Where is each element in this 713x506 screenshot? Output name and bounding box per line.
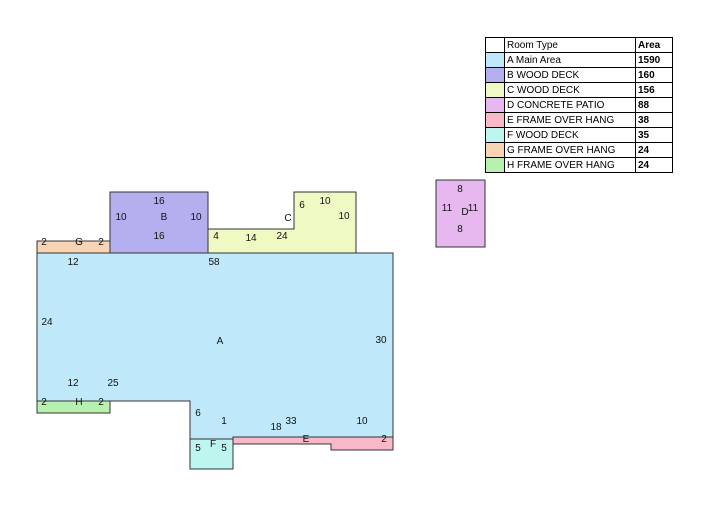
legend-area: 1590: [635, 52, 673, 68]
room-h-dim: 2: [98, 397, 104, 408]
legend-area: 35: [635, 127, 673, 143]
legend-room-type: H FRAME OVER HANG: [504, 157, 636, 173]
room-d-dim: 11: [442, 203, 453, 214]
room-e-shape: [232, 436, 394, 451]
legend-swatch: [485, 142, 505, 158]
legend-swatch: [485, 97, 505, 113]
legend-swatch: [485, 112, 505, 128]
room-c-dim: 10: [338, 211, 350, 222]
room-a-dim: 30: [375, 335, 387, 346]
room-b-letter: B: [161, 212, 168, 223]
room-d-dim: 8: [457, 224, 463, 235]
room-d-dim: 8: [457, 184, 463, 195]
room-a-dim: 33: [285, 416, 297, 427]
room-d-letter: D: [461, 207, 468, 218]
room-f-dim: 5: [221, 443, 227, 454]
room-a-dim: 12: [67, 257, 79, 268]
room-a-dim: 24: [41, 317, 53, 328]
legend-area: 160: [635, 67, 673, 83]
room-b-dim: 16: [153, 196, 165, 207]
room-g-shape: [36, 240, 111, 254]
room-e-dim: 2: [381, 434, 387, 445]
room-a-dim: 18: [270, 422, 282, 433]
legend-swatch-header: [485, 37, 505, 53]
room-b-dim: 16: [153, 231, 165, 242]
legend-area: 156: [635, 82, 673, 98]
room-f-dim: 5: [195, 443, 201, 454]
legend-room-type-header: Room Type: [504, 37, 636, 53]
room-h-letter: H: [75, 397, 82, 408]
room-c-dim: 6: [299, 200, 305, 211]
room-c-letter: C: [284, 213, 291, 224]
legend-area: 24: [635, 157, 673, 173]
room-b-shape: [109, 191, 209, 254]
legend-swatch: [485, 52, 505, 68]
legend-area: 88: [635, 97, 673, 113]
room-a-dim: 1: [221, 416, 227, 427]
room-d-dim: 11: [468, 203, 479, 214]
legend-row: C WOOD DECK 156: [485, 82, 673, 98]
room-b-dim: 10: [115, 212, 127, 223]
legend-room-type: C WOOD DECK: [504, 82, 636, 98]
room-a-dim: 25: [107, 378, 119, 389]
room-b-dim: 10: [190, 212, 202, 223]
legend-room-type: E FRAME OVER HANG: [504, 112, 636, 128]
legend-row: G FRAME OVER HANG 24: [485, 142, 673, 158]
legend-swatch: [485, 82, 505, 98]
room-c-dim: 10: [319, 196, 331, 207]
legend-row: D CONCRETE PATIO 88: [485, 97, 673, 113]
legend-area: 24: [635, 142, 673, 158]
legend-area-header: Area: [635, 37, 673, 53]
room-h-shape: [36, 400, 111, 414]
room-c-dim: 24: [276, 231, 288, 242]
room-e-letter: E: [303, 434, 310, 445]
room-f-shape: [189, 438, 234, 470]
legend-swatch: [485, 67, 505, 83]
room-c-dim: 4: [213, 231, 219, 242]
legend-swatch: [485, 157, 505, 173]
legend-row: B WOOD DECK 160: [485, 67, 673, 83]
legend-row: F WOOD DECK 35: [485, 127, 673, 143]
room-a-dim: 58: [208, 257, 220, 268]
room-legend-table: Room Type Area A Main Area 1590 B WOOD D…: [485, 37, 673, 173]
legend-room-type: G FRAME OVER HANG: [504, 142, 636, 158]
room-a-dim: 12: [67, 378, 79, 389]
legend-swatch: [485, 127, 505, 143]
legend-header-row: Room Type Area: [485, 37, 673, 53]
room-g-dim: 2: [41, 237, 47, 248]
legend-row: H FRAME OVER HANG 24: [485, 157, 673, 173]
room-d-shape: [435, 179, 486, 248]
legend-room-type: F WOOD DECK: [504, 127, 636, 143]
legend-row: A Main Area 1590: [485, 52, 673, 68]
legend-room-type: A Main Area: [504, 52, 636, 68]
room-h-dim: 2: [41, 397, 47, 408]
room-g-dim: 2: [98, 237, 104, 248]
room-a-dim: 10: [356, 416, 368, 427]
legend-area: 38: [635, 112, 673, 128]
legend-room-type: B WOOD DECK: [504, 67, 636, 83]
legend-room-type: D CONCRETE PATIO: [504, 97, 636, 113]
room-a-letter: A: [217, 336, 224, 347]
room-c-shape: [207, 191, 357, 254]
room-g-letter: G: [75, 237, 83, 248]
legend-row: E FRAME OVER HANG 38: [485, 112, 673, 128]
room-c-dim: 14: [245, 233, 257, 244]
room-f-letter: F: [210, 439, 216, 450]
room-a-dim: 6: [195, 408, 201, 419]
